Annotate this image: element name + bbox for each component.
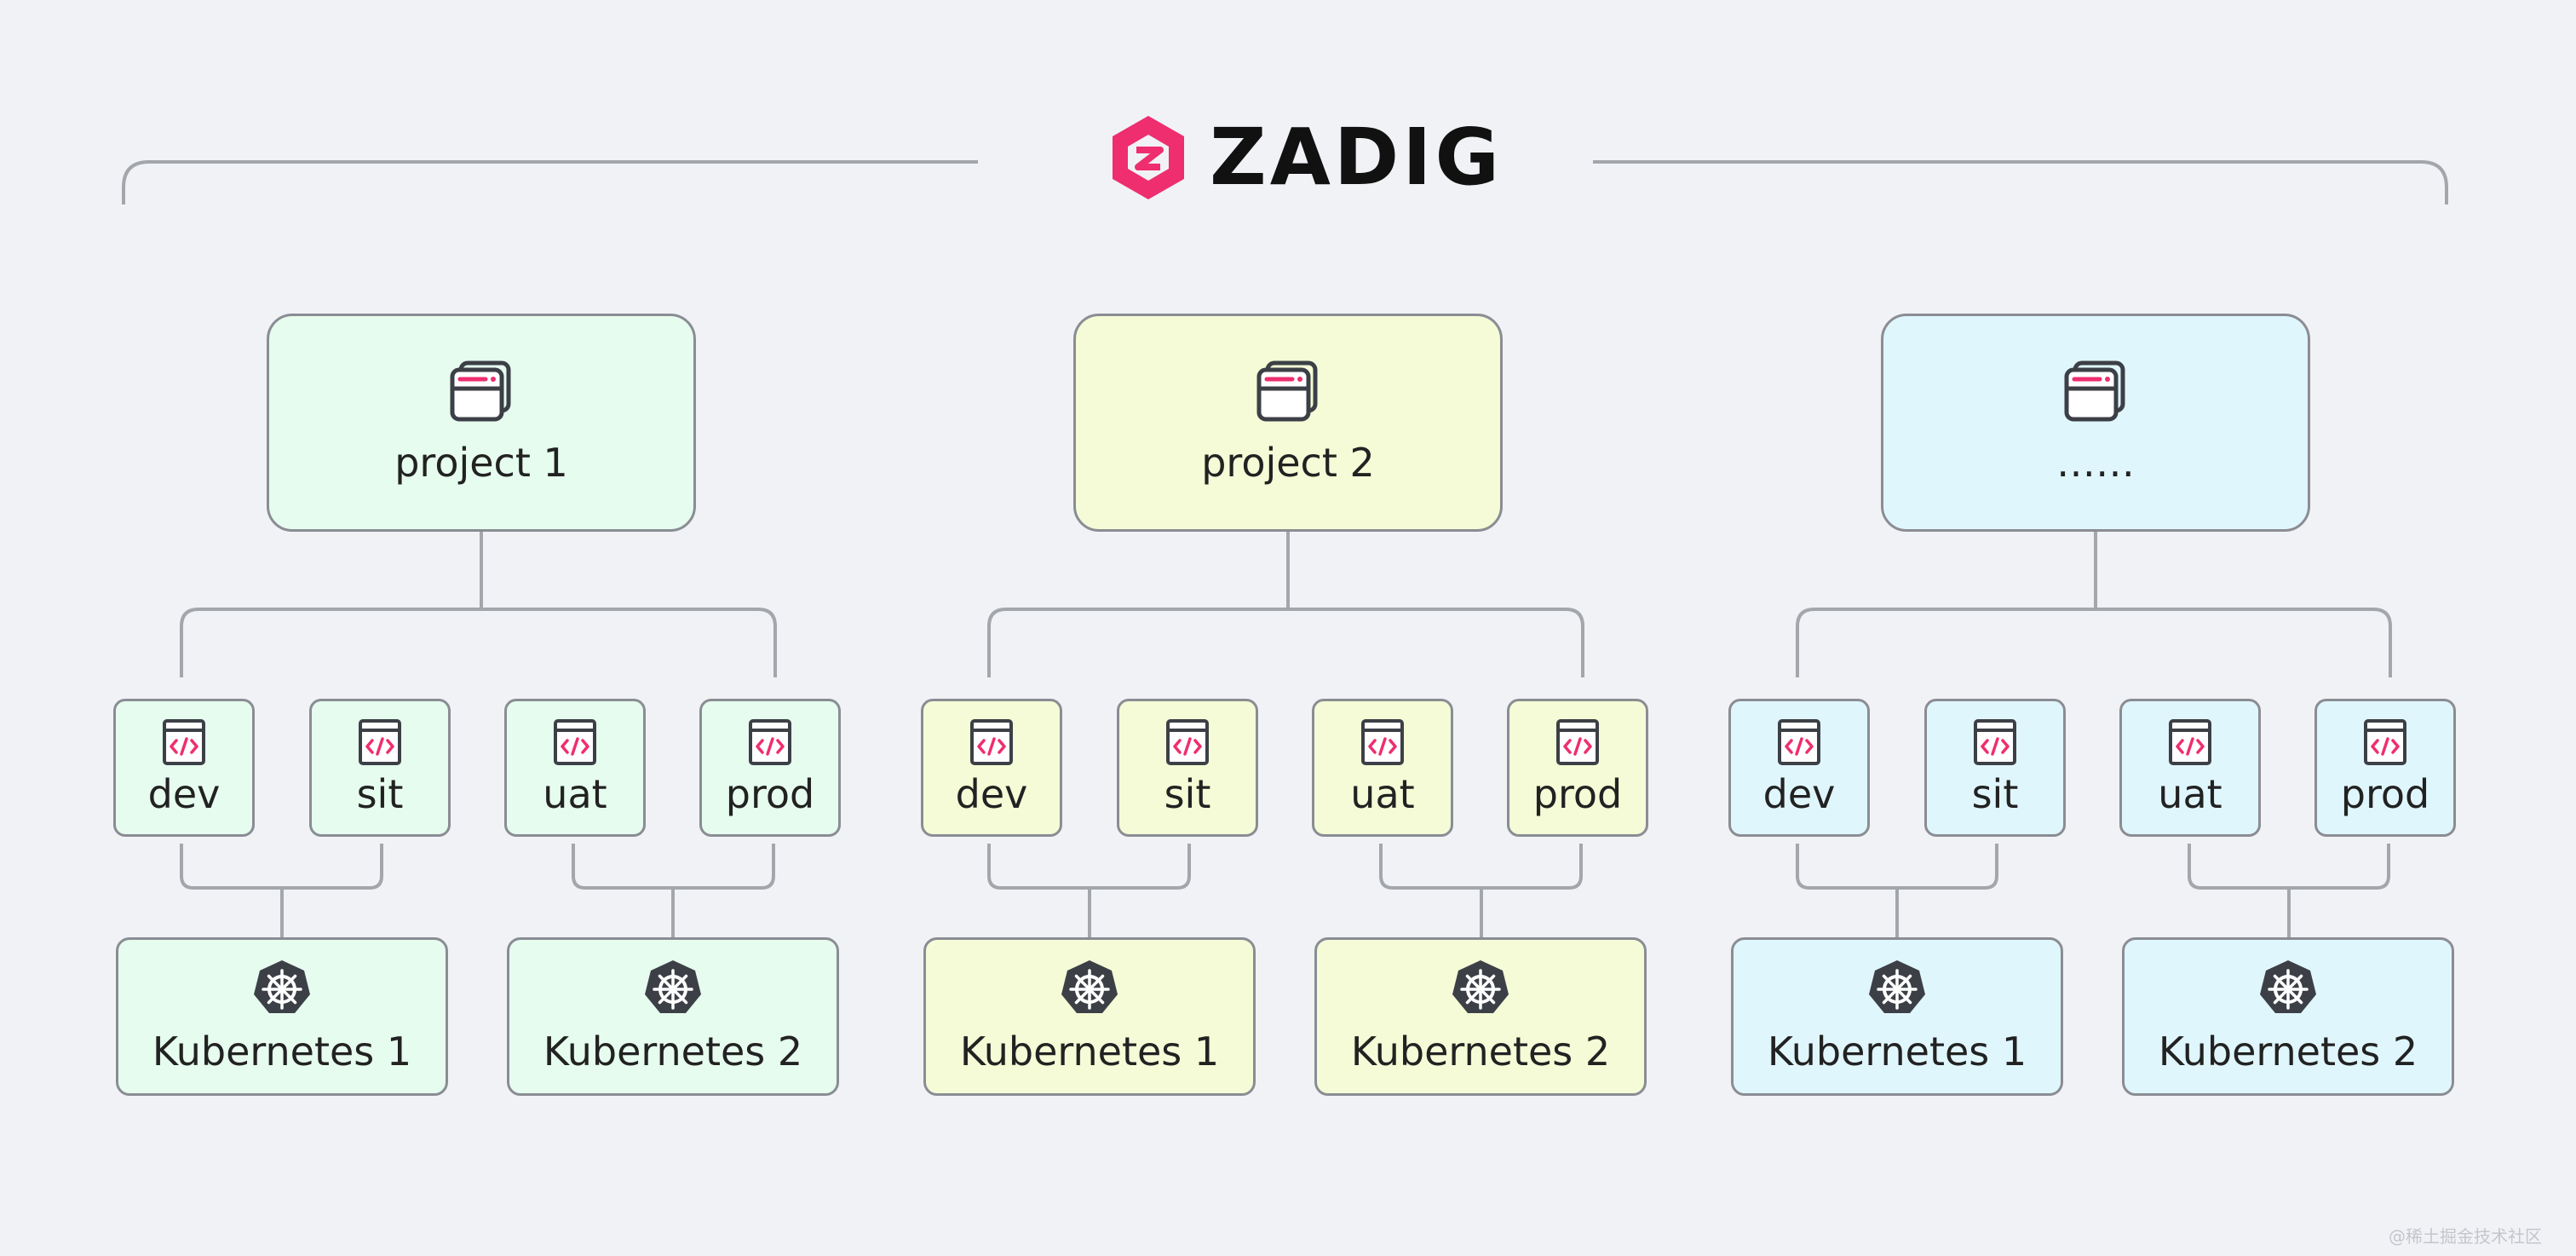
- logo-text: ZADIG: [1210, 112, 1504, 203]
- env-label: sit: [1164, 771, 1211, 817]
- project-label: project 1: [394, 440, 568, 486]
- kubernetes-helm-icon: [1869, 960, 1925, 1013]
- env-box-prod: prod: [2314, 699, 2456, 837]
- env-box-uat: uat: [1312, 699, 1453, 837]
- kubernetes-helm-icon: [254, 960, 310, 1013]
- cluster-label: Kubernetes 2: [1350, 1028, 1611, 1075]
- env-box-dev: dev: [1728, 699, 1870, 837]
- env-label: prod: [1532, 771, 1623, 817]
- cluster-box-2: Kubernetes 2: [2122, 937, 2454, 1096]
- kubernetes-helm-icon: [2260, 960, 2316, 1013]
- env-box-prod: prod: [1507, 699, 1648, 837]
- env-box-sit: sit: [309, 699, 451, 837]
- cluster-box-2: Kubernetes 2: [507, 937, 839, 1096]
- zadig-logo-icon: [1113, 116, 1184, 199]
- code-window-icon: [1166, 719, 1209, 765]
- kubernetes-helm-icon: [1452, 960, 1509, 1013]
- env-box-sit: sit: [1924, 699, 2066, 837]
- cluster-label: Kubernetes 1: [1767, 1028, 2027, 1075]
- cluster-label: Kubernetes 1: [152, 1028, 412, 1075]
- env-label: dev: [955, 771, 1028, 817]
- env-label: prod: [725, 771, 815, 817]
- cluster-box-2: Kubernetes 2: [1314, 937, 1647, 1096]
- cluster-box-1: Kubernetes 1: [116, 937, 448, 1096]
- env-box-uat: uat: [504, 699, 646, 837]
- project-label: project 2: [1201, 440, 1375, 486]
- kubernetes-helm-icon: [1061, 960, 1118, 1013]
- code-window-icon: [1361, 719, 1404, 765]
- project-box-2: project 2: [1073, 314, 1503, 532]
- zadig-logo: ZADIG: [1107, 111, 1503, 205]
- env-label: dev: [1762, 771, 1836, 817]
- env-label: uat: [2158, 771, 2222, 817]
- code-window-icon: [749, 719, 791, 765]
- project-label: ……: [2056, 440, 2135, 486]
- env-label: prod: [2340, 771, 2430, 817]
- env-label: dev: [147, 771, 221, 817]
- cluster-box-1: Kubernetes 1: [923, 937, 1256, 1096]
- code-window-icon: [1556, 719, 1599, 765]
- code-window-icon: [359, 719, 401, 765]
- cluster-label: Kubernetes 1: [959, 1028, 1220, 1075]
- code-window-icon: [163, 719, 205, 765]
- code-window-icon: [970, 719, 1013, 765]
- kubernetes-helm-icon: [645, 960, 701, 1013]
- env-box-dev: dev: [921, 699, 1062, 837]
- project-box-1: project 1: [267, 314, 696, 532]
- cluster-label: Kubernetes 2: [543, 1028, 803, 1075]
- window-stack-icon: [450, 360, 511, 422]
- project-box-3: ……: [1881, 314, 2310, 532]
- code-window-icon: [1974, 719, 2016, 765]
- env-box-sit: sit: [1117, 699, 1258, 837]
- env-label: uat: [1350, 771, 1415, 817]
- cluster-box-1: Kubernetes 1: [1731, 937, 2063, 1096]
- env-box-uat: uat: [2119, 699, 2261, 837]
- code-window-icon: [2169, 719, 2211, 765]
- code-window-icon: [2364, 719, 2406, 765]
- env-label: uat: [543, 771, 607, 817]
- window-stack-icon: [1256, 360, 1318, 422]
- watermark: @稀土掘金技术社区: [2389, 1226, 2542, 1247]
- cluster-label: Kubernetes 2: [2158, 1028, 2418, 1075]
- window-stack-icon: [2064, 360, 2125, 422]
- env-box-prod: prod: [699, 699, 841, 837]
- env-box-dev: dev: [113, 699, 255, 837]
- code-window-icon: [554, 719, 596, 765]
- code-window-icon: [1778, 719, 1820, 765]
- env-label: sit: [356, 771, 404, 817]
- env-label: sit: [1971, 771, 2019, 817]
